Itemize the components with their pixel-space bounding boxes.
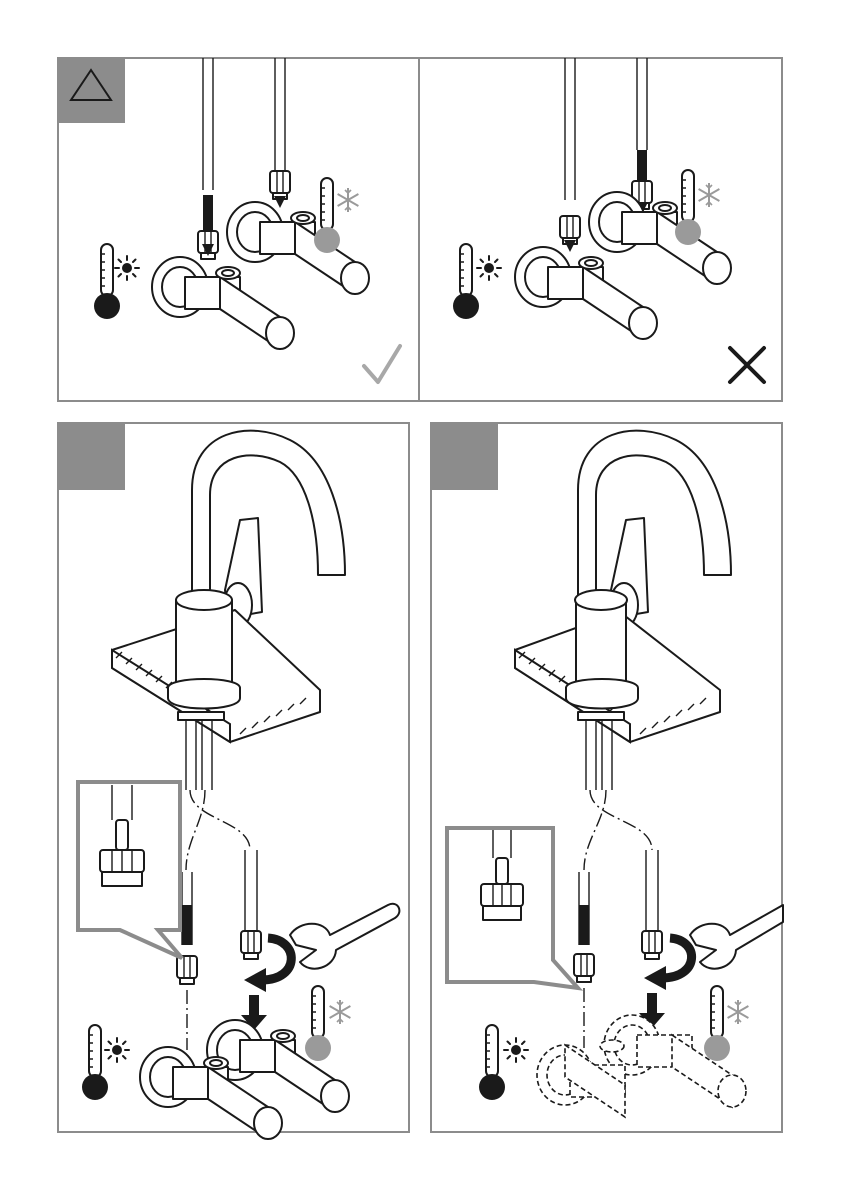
hot-valve <box>515 247 657 339</box>
thermometer-cold-icon <box>314 178 340 253</box>
sun-icon <box>115 256 139 280</box>
cold-hose <box>275 58 285 170</box>
thermometer-hot-icon <box>94 244 120 319</box>
wrench-icon <box>290 904 399 969</box>
snowflake-icon <box>338 188 359 212</box>
snowflake-icon <box>728 1000 749 1024</box>
down-arrow-icon <box>564 240 576 252</box>
hot-hose <box>565 58 575 200</box>
faucet <box>515 431 731 790</box>
thermometer-hot-icon <box>479 1025 505 1100</box>
cold-hose <box>637 58 647 150</box>
rotate-arrow-icon <box>662 938 692 978</box>
thermometer-hot-icon <box>453 244 479 319</box>
checkmark-icon <box>364 346 400 382</box>
hot-hose <box>203 58 213 190</box>
warning-triangle-icon <box>71 70 111 100</box>
snowflake-icon <box>330 1000 351 1024</box>
hot-valve-dashed <box>537 1040 625 1117</box>
sun-icon <box>504 1038 528 1062</box>
cross-icon <box>730 348 764 382</box>
sun-icon <box>105 1038 129 1062</box>
thermometer-cold-icon <box>305 986 331 1061</box>
thermometer-hot-icon <box>82 1025 108 1100</box>
hot-valve <box>152 257 294 349</box>
down-arrow-icon <box>274 196 286 208</box>
thermometer-cold-icon <box>675 170 701 245</box>
faucet <box>112 431 345 790</box>
snowflake-icon <box>699 183 720 207</box>
cold-valve <box>227 202 369 294</box>
rotate-arrow-icon <box>262 938 291 980</box>
sun-icon <box>477 256 501 280</box>
thermometer-cold-icon <box>704 986 730 1061</box>
wrench-icon <box>690 905 783 969</box>
